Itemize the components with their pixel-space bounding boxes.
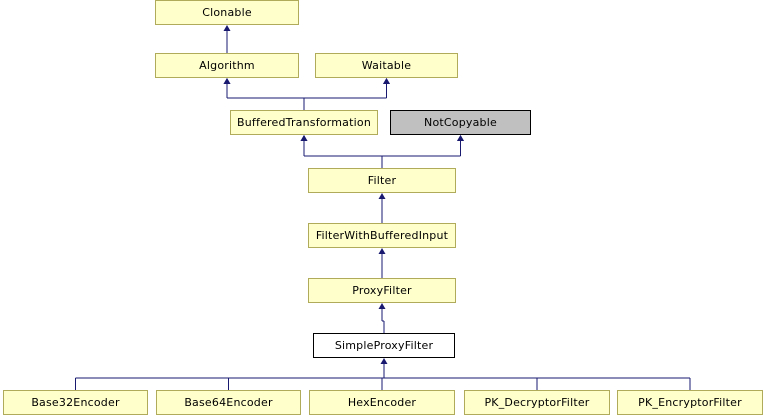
class-node-simpleproxyfilter[interactable]: SimpleProxyFilter: [313, 333, 455, 358]
class-node-algorithm[interactable]: Algorithm: [155, 53, 299, 78]
class-node-proxyfilter[interactable]: ProxyFilter: [308, 278, 456, 303]
class-node-clonable[interactable]: Clonable: [155, 0, 299, 25]
class-node-notcopyable[interactable]: NotCopyable: [390, 110, 531, 135]
class-node-hexencoder[interactable]: HexEncoder: [309, 390, 455, 415]
class-node-base32encoder[interactable]: Base32Encoder: [3, 390, 148, 415]
class-node-filter[interactable]: Filter: [308, 168, 456, 193]
class-node-pk_decryptorfilter[interactable]: PK_DecryptorFilter: [464, 390, 610, 415]
class-node-filterwithbufferedinput[interactable]: FilterWithBufferedInput: [308, 223, 456, 248]
class-node-waitable[interactable]: Waitable: [315, 53, 458, 78]
class-node-pk_encryptorfilter[interactable]: PK_EncryptorFilter: [617, 390, 763, 415]
class-node-base64encoder[interactable]: Base64Encoder: [156, 390, 301, 415]
class-node-bufferedtransformation[interactable]: BufferedTransformation: [230, 110, 378, 135]
